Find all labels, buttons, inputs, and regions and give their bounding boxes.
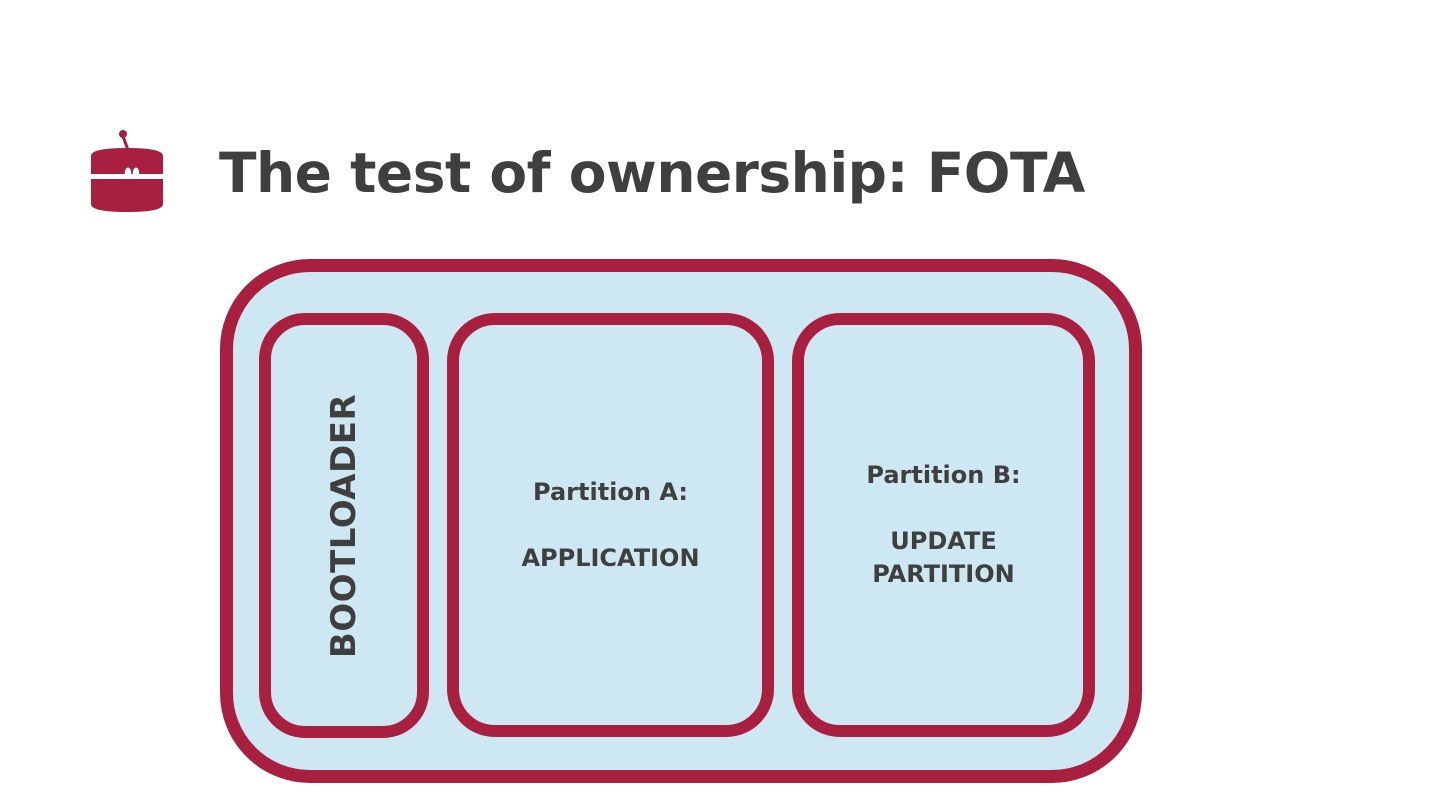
partition-a-block: Partition A: APPLICATION: [447, 313, 774, 737]
partition-a-heading: Partition A:: [533, 477, 688, 506]
partition-a-text: Partition A: APPLICATION: [521, 476, 699, 575]
partition-b-heading: Partition B:: [866, 461, 1021, 489]
bootloader-label: BOOTLOADER: [324, 393, 364, 658]
partition-a-spacer: [521, 509, 699, 542]
slide-title: The test of ownership: FOTA: [219, 141, 1085, 205]
partition-b-block: Partition B: UPDATE PARTITION: [792, 313, 1095, 737]
partition-b-content-line2: PARTITION: [872, 560, 1015, 588]
bootloader-block: BOOTLOADER: [259, 313, 429, 738]
partition-b-content-line1: UPDATE: [890, 527, 997, 555]
partition-b-text: Partition B: UPDATE PARTITION: [866, 459, 1020, 591]
robot-logo-icon: [88, 128, 168, 214]
partition-a-content: APPLICATION: [521, 543, 700, 572]
partition-b-spacer: [866, 492, 1020, 525]
